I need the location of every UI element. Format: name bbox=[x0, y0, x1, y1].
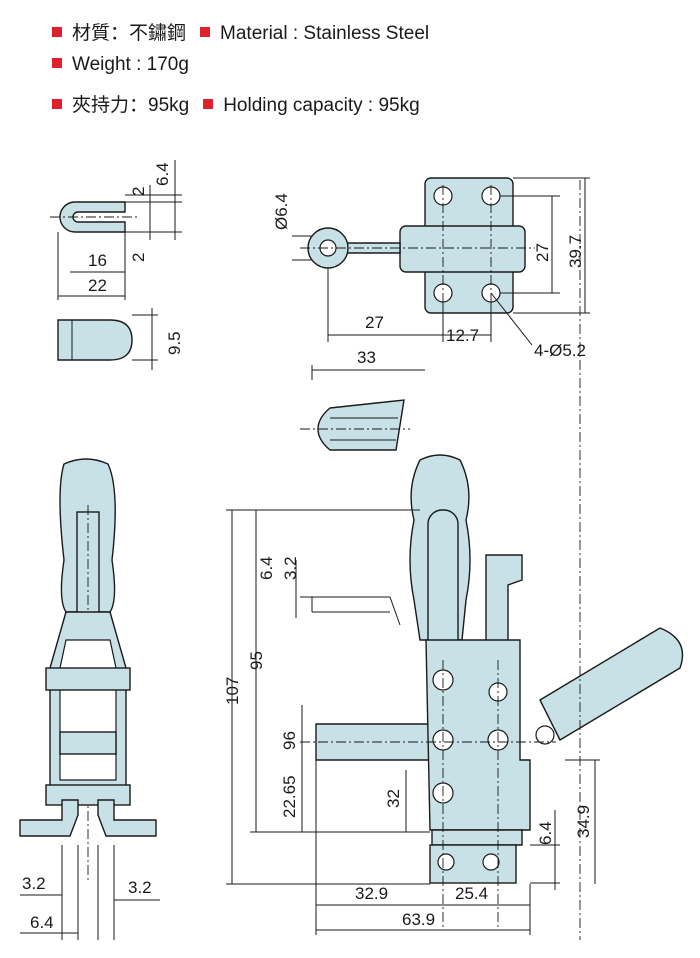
dim-96: 96 bbox=[280, 731, 299, 750]
base-foot-left bbox=[19, 799, 79, 837]
spec-line-weight: Weight : 170g bbox=[52, 54, 189, 76]
dim-27-v: 27 bbox=[533, 243, 552, 262]
tip-side-shape bbox=[57, 319, 133, 361]
dim-3-2-mid: 3.2 bbox=[281, 556, 300, 580]
dim-63-9: 63.9 bbox=[402, 910, 435, 929]
dim-9-5: 9.5 bbox=[165, 331, 184, 355]
dim-3-2-right: 3.2 bbox=[128, 878, 152, 897]
material-cn: 材質：不鏽鋼 bbox=[72, 23, 187, 44]
weight-en: Weight : 170g bbox=[72, 54, 189, 75]
dim-33: 33 bbox=[357, 348, 376, 367]
dim-95: 95 bbox=[247, 651, 266, 670]
dim-3-2-left: 3.2 bbox=[22, 874, 46, 893]
dim-27-h: 27 bbox=[365, 313, 384, 332]
dim-2-b: 2 bbox=[129, 253, 148, 262]
side-view: 6.4 3.2 107 95 96 22.65 32 6.4 34.9 32.9… bbox=[223, 180, 684, 940]
dim-32: 32 bbox=[384, 789, 403, 808]
pivot-pin bbox=[535, 725, 555, 745]
upper-pin-bar bbox=[45, 667, 131, 691]
dim-6-4-mid: 6.4 bbox=[257, 556, 276, 580]
mount-hole bbox=[482, 853, 500, 871]
dim-12-7: 12.7 bbox=[446, 326, 479, 345]
tip-detail-view: 6.4 2 2 16 22 9.5 bbox=[50, 160, 184, 370]
dim-6-4-top: 6.4 bbox=[153, 162, 172, 186]
dim-32-9: 32.9 bbox=[355, 884, 388, 903]
holding-cn: 夾持力：95kg bbox=[72, 95, 190, 116]
bullet-icon bbox=[203, 99, 214, 109]
clamp-arm-top bbox=[399, 225, 526, 273]
spindle-side-detail bbox=[317, 399, 405, 451]
leader-line bbox=[490, 292, 533, 346]
dim-34-9: 34.9 bbox=[574, 805, 593, 838]
dim-holes: 4-Ø5.2 bbox=[534, 341, 586, 360]
tip-slot-shape bbox=[59, 201, 126, 233]
lower-pin-bar bbox=[45, 784, 131, 806]
base-top-view: 27 39.7 27 12.7 4-Ø5.2 33 Ø6.4 bbox=[272, 177, 590, 451]
bullet-icon bbox=[52, 99, 62, 109]
handle-open bbox=[539, 627, 684, 741]
dim-2-a: 2 bbox=[129, 187, 148, 196]
spindle-detail-line bbox=[389, 596, 401, 626]
dim-25-4: 25.4 bbox=[455, 884, 488, 903]
spec-line-holding: 夾持力：95kg Holding capacity : 95kg bbox=[52, 90, 420, 117]
frame-opening bbox=[59, 639, 117, 781]
bullet-icon bbox=[52, 27, 62, 37]
spec-line-material: 材質：不鏽鋼 Material : Stainless Steel bbox=[52, 18, 429, 45]
dim-22: 22 bbox=[88, 276, 107, 295]
bullet-icon bbox=[52, 58, 62, 68]
front-view: 3.2 3.2 6.4 bbox=[19, 458, 160, 940]
dim-16: 16 bbox=[88, 251, 107, 270]
middle-pin-bar bbox=[59, 731, 117, 755]
base-foot-right bbox=[97, 799, 157, 837]
dim-dia-6-4: Ø6.4 bbox=[272, 193, 291, 230]
dim-22-65: 22.65 bbox=[280, 775, 299, 818]
mount-hole bbox=[437, 853, 455, 871]
dim-6-4-left: 6.4 bbox=[30, 913, 54, 932]
holding-en: Holding capacity : 95kg bbox=[223, 95, 420, 116]
dim-6-4-base: 6.4 bbox=[536, 821, 555, 845]
base-flange bbox=[431, 829, 523, 846]
material-en: Material : Stainless Steel bbox=[220, 23, 430, 44]
dim-39-7: 39.7 bbox=[566, 235, 585, 268]
dim-107: 107 bbox=[223, 677, 242, 705]
bullet-icon bbox=[200, 27, 211, 37]
clamp-arm-open bbox=[485, 554, 523, 651]
